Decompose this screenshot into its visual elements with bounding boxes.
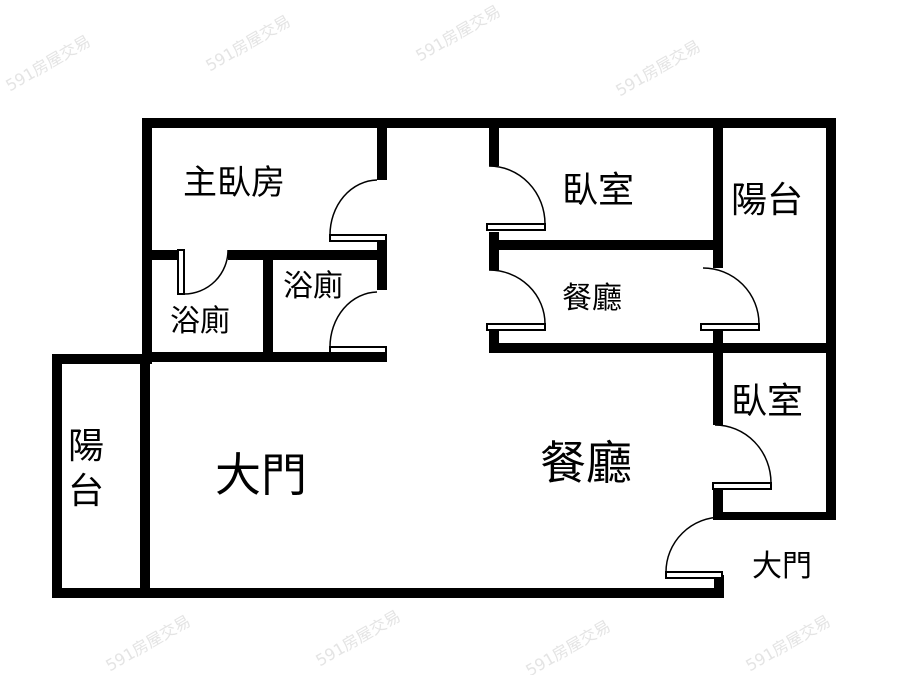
room-label-balcony-right: 陽台 — [731, 180, 804, 221]
room-label-bedroom-top: 臥室 — [562, 170, 635, 211]
room-label-master-bedroom: 主臥房 — [183, 163, 285, 203]
room-label-dining-large: 餐廳 — [540, 436, 632, 490]
room-label-bath-left: 浴廁 — [170, 304, 230, 339]
room-label-bath-inner: 浴廁 — [283, 269, 343, 304]
room-label-balcony-left: 陽台 — [68, 426, 105, 512]
room-label-main-door: 大門 — [215, 448, 307, 502]
label-main-door-outside: 大門 — [752, 549, 812, 584]
room-label-bedroom-right: 臥室 — [731, 381, 804, 422]
room-label-dining-small: 餐廳 — [562, 281, 622, 316]
